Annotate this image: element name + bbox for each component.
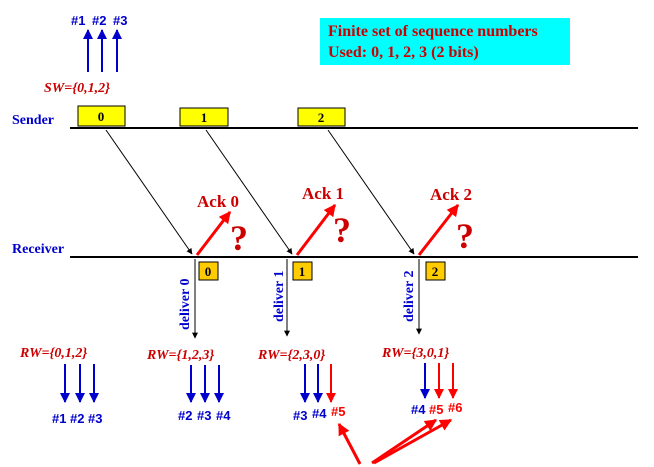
- rw1-id-2: #2: [70, 411, 84, 426]
- conflict-arrow-to-rw4-a: [371, 418, 437, 465]
- svg-text:0: 0: [98, 109, 105, 124]
- ack-1-label: Ack 1: [302, 184, 344, 203]
- sender-window-label: SW={0,1,2}: [44, 81, 110, 96]
- rw1-id-1: #1: [52, 411, 66, 426]
- svg-text:1: 1: [201, 110, 208, 125]
- rw2-id-1: #2: [178, 408, 192, 423]
- rw4-id-2: #5: [429, 402, 443, 417]
- sender-packet-1: 1: [179, 107, 229, 127]
- info-line-2: Used: 0, 1, 2, 3 (2 bits): [328, 44, 479, 61]
- rw2-id-3: #4: [216, 408, 231, 423]
- receiver-label: Receiver: [12, 242, 64, 257]
- sender-window-id-2: #2: [92, 13, 106, 28]
- deliver-2-label: deliver 2: [402, 271, 417, 322]
- sender-packet-0: 0: [77, 105, 126, 127]
- ack-0-question-mark: ?: [230, 218, 248, 258]
- ack-2-arrow: [417, 204, 460, 256]
- packet-1-transmission: [205, 129, 293, 255]
- rw3-id-1: #3: [293, 408, 307, 423]
- ack-0-arrow: [195, 211, 232, 256]
- conflict-arrow-to-rw3: [337, 422, 362, 465]
- receiver-window-label-3: RW={2,3,0}: [257, 348, 325, 363]
- receiver-window-label-2: RW={1,2,3}: [146, 348, 214, 363]
- receiver-packet-1: 1: [292, 261, 313, 281]
- packet-2-transmission: [327, 129, 415, 255]
- rw4-id-3: #6: [448, 400, 462, 415]
- info-box: Finite set of sequence numbers Used: 0, …: [320, 18, 570, 65]
- receiver-packet-0: 0: [198, 261, 219, 281]
- ack-1-question-mark: ?: [333, 210, 351, 250]
- sender-window-id-3: #3: [113, 13, 127, 28]
- svg-text:2: 2: [432, 264, 439, 279]
- packet-0-transmission: [105, 129, 193, 255]
- rw1-id-3: #3: [88, 411, 102, 426]
- receiver-window-label-1: RW={0,1,2}: [19, 346, 87, 361]
- sender-label: Sender: [12, 113, 54, 128]
- rw3-id-3: #5: [331, 404, 345, 419]
- sender-window-id-1: #1: [71, 13, 85, 28]
- svg-text:2: 2: [318, 110, 325, 125]
- deliver-0-label: deliver 0: [178, 279, 193, 330]
- ack-0-label: Ack 0: [197, 192, 239, 211]
- rw3-id-2: #4: [312, 406, 327, 421]
- ack-2-label: Ack 2: [430, 185, 472, 204]
- conflict-arrow-to-rw4-b: [373, 418, 453, 465]
- ack-1-arrow: [295, 204, 337, 256]
- svg-text:1: 1: [299, 264, 306, 279]
- rw4-id-1: #4: [411, 402, 426, 417]
- ack-2-question-mark: ?: [456, 216, 474, 256]
- receiver-window-label-4: RW={3,0,1}: [381, 346, 449, 361]
- svg-text:0: 0: [205, 264, 212, 279]
- receiver-packet-2: 2: [425, 261, 446, 281]
- deliver-1-label: deliver 1: [272, 271, 287, 322]
- info-line-1: Finite set of sequence numbers: [328, 23, 538, 40]
- sender-packet-2: 2: [297, 107, 346, 127]
- rw2-id-2: #3: [197, 408, 211, 423]
